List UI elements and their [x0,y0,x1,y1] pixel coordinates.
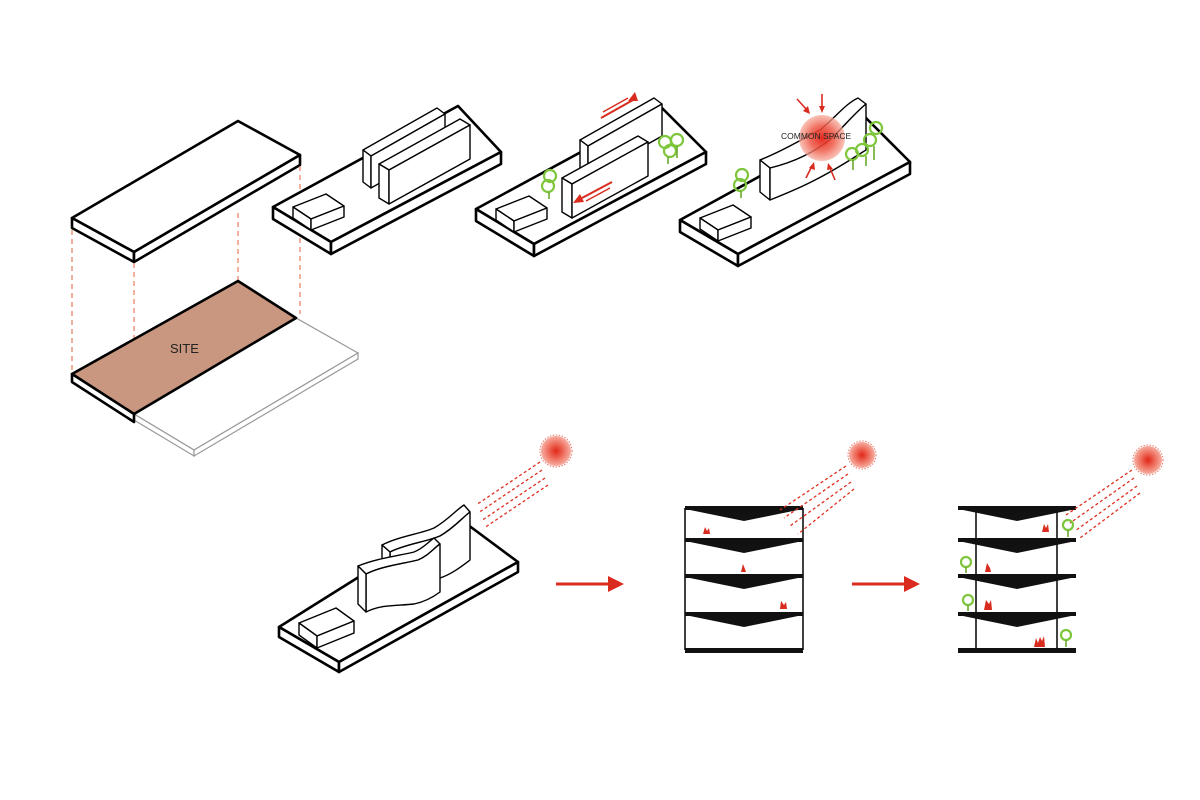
section-one [684,440,877,653]
sun-rays [475,461,549,529]
ground-slab [685,648,803,653]
tree-icon [732,167,750,198]
step-shift [474,92,708,258]
adjacent-lot [132,317,360,458]
floor-slab [685,538,803,553]
bar-front [378,118,471,205]
tree-icon [961,593,975,611]
floating-slab [70,119,302,264]
sun-icon [539,434,573,468]
tree-icon [657,132,685,164]
floor-slab [958,538,1076,553]
floor-slab [958,574,1076,589]
floor-slab [958,506,1076,521]
floor-slab [685,574,803,589]
floor-slab [685,506,803,521]
arrow-right-icon [600,92,638,119]
sun-rays [779,465,855,535]
curved-volume-front [357,537,441,613]
sun-rays [1065,469,1141,539]
floor-slab [958,612,1076,627]
arrow-right-icon [556,576,624,592]
arrow-right-icon [852,576,920,592]
small-block [298,607,355,649]
flame-icon [1034,636,1045,647]
tree-icon [1061,518,1075,537]
ground-slab [958,648,1076,653]
step-common-space: COMMON SPACE [678,94,912,268]
common-space-circle [799,115,845,161]
flame-icon [780,601,787,609]
site-step: SITE [70,119,360,458]
tree-icon [844,120,884,170]
inward-arrows [796,94,836,181]
flame-icon [985,563,991,572]
step-two-bars [271,104,503,256]
sun-icon [847,440,877,470]
flame-icon [741,564,746,572]
bar-front-shifted [561,135,649,219]
tree-icon [540,168,558,199]
flame-icon [984,600,992,610]
common-space-label: COMMON SPACE [781,131,852,141]
section-two [958,444,1164,653]
tree-icon [1059,628,1073,647]
small-block [292,193,345,231]
small-block [495,195,548,233]
small-block [699,204,752,242]
flame-icon [703,527,710,534]
massing-sun-step [277,434,573,674]
sun-icon [1132,444,1164,476]
site-parcel [70,279,298,424]
floor-slab [685,612,803,627]
tree-icon [959,555,973,573]
site-label: SITE [170,341,199,356]
arrow-left-icon [573,181,613,203]
flame-icon [1042,524,1049,532]
